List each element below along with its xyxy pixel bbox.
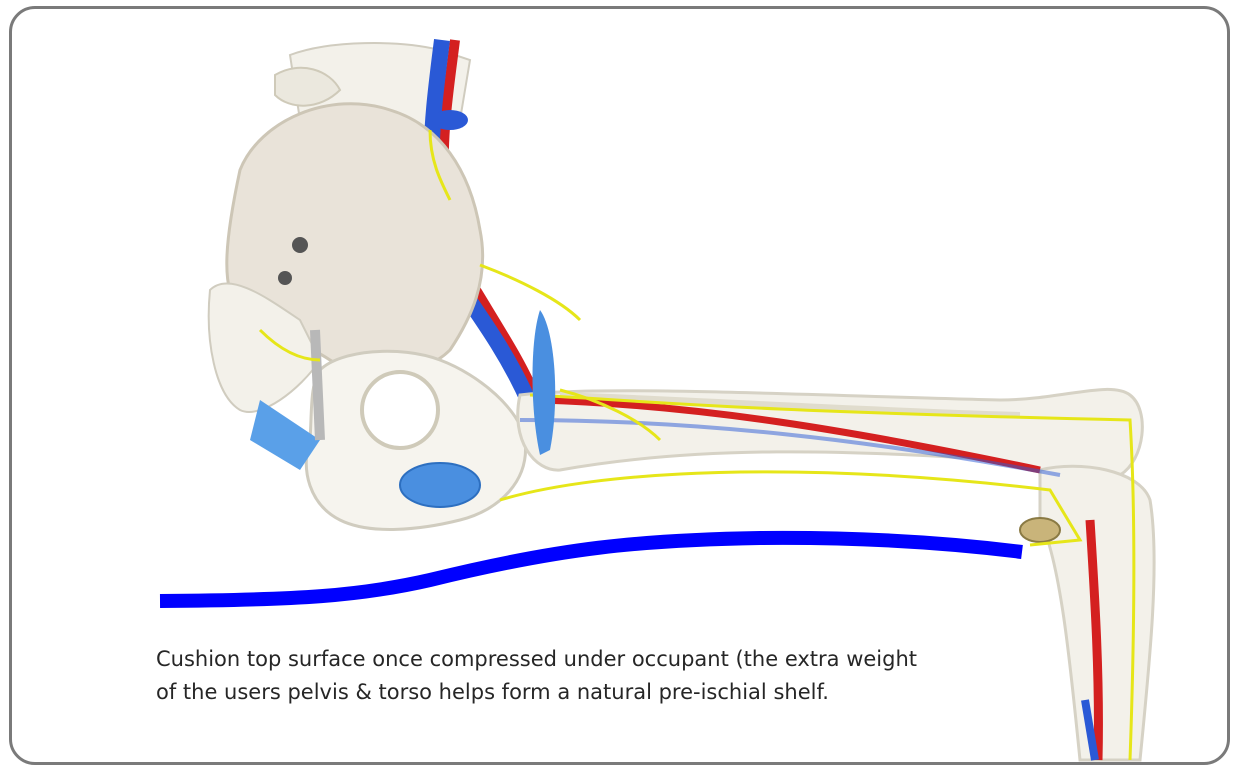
cushion-surface-line	[160, 538, 1022, 601]
caption-text: Cushion top surface once compressed unde…	[156, 643, 956, 709]
caption-line-1: Cushion top surface once compressed unde…	[156, 643, 956, 676]
caption-line-2: of the users pelvis & torso helps form a…	[156, 676, 956, 709]
